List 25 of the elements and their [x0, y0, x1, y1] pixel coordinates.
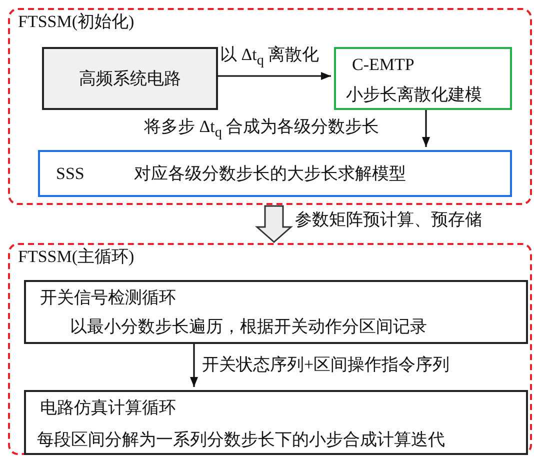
edge-label: 参数矩阵预计算、预存储	[294, 210, 483, 230]
arrow	[190, 343, 198, 387]
box-text: 对应各级分数步长的大步长求解模型	[134, 164, 406, 184]
box-text: 高频系统电路	[78, 69, 182, 89]
process-box	[38, 150, 512, 197]
box-text: 以最小分数步长遍历，根据开关动作分区间记录	[70, 317, 427, 337]
edge-label: 以 Δt$_{q}$ 离散化	[219, 45, 320, 70]
group-heading: FTSSM(初始化)	[18, 12, 134, 32]
box-heading: 开关信号检测循环	[40, 288, 176, 308]
arrow	[422, 109, 430, 147]
dashed-group-frame	[8, 243, 532, 455]
group-heading: FTSSM(主循环)	[18, 247, 134, 267]
box-text: 每段区间分解为一系列分数步长下的小步合成计算迭代	[37, 430, 445, 450]
edge-label: 开关状态序列+区间操作指令序列	[201, 355, 451, 375]
process-box	[24, 280, 528, 344]
edge-label: 将多步 Δt$_{q}$ 合成为各级分数步长	[143, 117, 380, 142]
box-text: 小步长离散化建模	[346, 85, 482, 105]
process-box	[24, 390, 528, 455]
box-heading: 电路仿真计算循环	[40, 398, 176, 418]
box-heading: SSS	[56, 164, 84, 184]
block-arrow	[255, 205, 293, 243]
process-box	[42, 47, 218, 110]
process-box	[334, 47, 512, 110]
box-heading: C-EMTP	[352, 55, 414, 75]
arrow	[217, 72, 331, 80]
